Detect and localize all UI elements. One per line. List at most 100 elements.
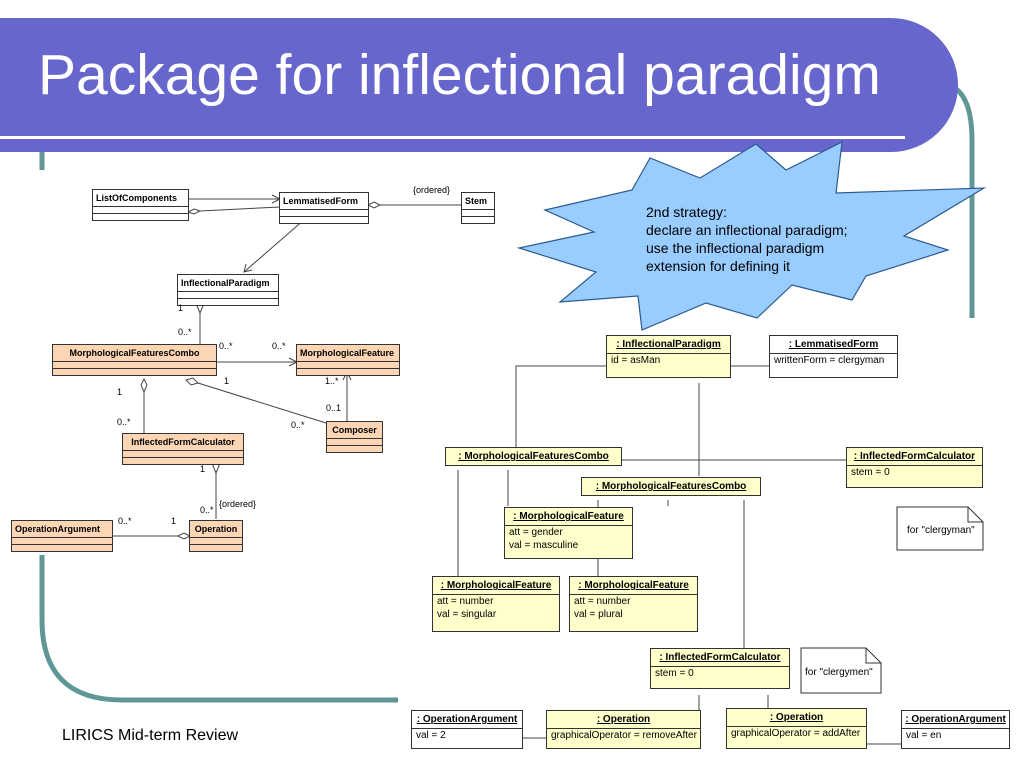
object-operation-argument-2: : OperationArgument val = en — [901, 710, 1010, 749]
class-list-of-components: ListOfComponents — [92, 189, 189, 221]
object-morph-features-combo-1: : MorphologicalFeaturesCombo — [445, 447, 622, 466]
class-morph-feature: MorphologicalFeature — [296, 344, 400, 376]
object-name: : InflectionalParadigm — [607, 336, 730, 354]
class-name: LemmatisedForm — [280, 193, 368, 210]
object-operation-1: : Operation graphicalOperator = removeAf… — [546, 710, 701, 749]
ordered-label: {ordered} — [413, 185, 451, 195]
multiplicity-label: 0..* — [117, 417, 131, 427]
class-operation: Operation — [189, 520, 243, 552]
callout-line: use the inflectional paradigm — [646, 240, 825, 256]
object-name: : Operation — [727, 709, 866, 727]
multiplicity-label: 0..* — [200, 505, 214, 515]
note-clergyman: for "clergyman" — [907, 525, 975, 536]
multiplicity-label: 1 — [200, 464, 206, 474]
object-name: : InflectedFormCalculator — [847, 448, 982, 466]
object-attr: val = en — [906, 730, 942, 741]
multiplicity-label: 0..* — [272, 341, 286, 351]
object-attr: graphicalOperator = addAfter — [731, 728, 861, 739]
multiplicity-label: 1 — [178, 303, 184, 313]
object-name: : MorphologicalFeaturesCombo — [458, 451, 609, 462]
class-name: MorphologicalFeature — [297, 345, 399, 362]
title-band — [0, 18, 958, 152]
object-name: : LemmatisedForm — [770, 336, 897, 354]
class-name: MorphologicalFeaturesCombo — [53, 345, 216, 362]
object-name: : MorphologicalFeature — [570, 577, 697, 595]
object-attr: stem = 0 — [851, 467, 890, 478]
object-morph-feature-singular: : MorphologicalFeature att = number val … — [432, 576, 560, 632]
object-attr: writtenForm = clergyman — [774, 355, 885, 366]
class-section — [280, 210, 368, 217]
object-attr: graphicalOperator = removeAfter — [551, 730, 697, 741]
object-attr: att = number — [574, 596, 631, 607]
class-section — [327, 439, 382, 446]
object-attr: att = number — [437, 596, 494, 607]
ordered-label: {ordered} — [219, 499, 257, 509]
object-name: : OperationArgument — [902, 711, 1009, 729]
object-lemmatised-form: : LemmatisedForm writtenForm = clergyman — [769, 335, 898, 378]
object-attr: att = gender — [509, 527, 563, 538]
class-inflected-form-calculator: InflectedFormCalculator — [122, 433, 244, 465]
multiplicity-label: 0..* — [219, 341, 233, 351]
object-name: : MorphologicalFeaturesCombo — [595, 481, 747, 492]
class-section — [123, 451, 243, 458]
class-section — [190, 538, 242, 545]
multiplicity-label: 0..* — [118, 516, 132, 526]
multiplicity-label: 1..* — [325, 376, 339, 386]
object-name: : MorphologicalFeature — [505, 508, 632, 526]
class-inflectional-paradigm: InflectionalParadigm — [177, 274, 279, 306]
multiplicity-label: 1 — [171, 516, 177, 526]
multiplicity-label: 1 — [117, 387, 123, 397]
object-attr: stem = 0 — [655, 668, 694, 679]
object-name: : Operation — [547, 711, 700, 729]
class-lemmatised-form: LemmatisedForm — [279, 192, 369, 224]
object-inflectional-paradigm: : InflectionalParadigm id = asMan — [606, 335, 731, 378]
object-morph-feature-plural: : MorphologicalFeature att = number val … — [569, 576, 698, 632]
note-clergymen: for "clergymen" — [805, 667, 873, 678]
class-section — [297, 362, 399, 369]
title-rule — [0, 136, 905, 139]
class-name: Composer — [327, 422, 382, 439]
object-name: : MorphologicalFeature — [433, 577, 559, 595]
class-name: InflectionalParadigm — [178, 275, 278, 292]
object-attr: val = plural — [574, 609, 623, 620]
object-operation-2: : Operation graphicalOperator = addAfter — [726, 708, 867, 749]
class-name: ListOfComponents — [93, 190, 188, 207]
class-name: InflectedFormCalculator — [123, 434, 243, 451]
object-name: : InflectedFormCalculator — [651, 649, 789, 667]
object-attr: val = 2 — [416, 730, 446, 741]
class-name: Operation — [190, 521, 242, 538]
slide-footer: LIRICS Mid-term Review — [62, 727, 239, 744]
callout-line: 2nd strategy: — [646, 204, 727, 220]
slide-title: Package for inflectional paradigm — [38, 43, 881, 107]
class-section — [93, 207, 188, 214]
callout-text: 2nd strategy: declare an inflectional pa… — [646, 203, 848, 275]
callout-line: declare an inflectional paradigm; — [646, 222, 848, 238]
object-attr: id = asMan — [611, 355, 661, 366]
class-composer: Composer — [326, 421, 383, 453]
class-section — [178, 292, 278, 299]
object-morph-features-combo-2: : MorphologicalFeaturesCombo — [581, 477, 761, 496]
object-morph-feature-gender: : MorphologicalFeature att = gender val … — [504, 507, 633, 559]
callout-line: extension for defining it — [646, 258, 790, 274]
multiplicity-label: 0..* — [291, 420, 305, 430]
object-inflected-form-calculator-1: : InflectedFormCalculator stem = 0 — [846, 447, 983, 488]
object-attr: val = masculine — [509, 540, 579, 551]
class-section — [12, 538, 112, 545]
object-inflected-form-calculator-2: : InflectedFormCalculator stem = 0 — [650, 648, 790, 689]
multiplicity-label: 1 — [224, 376, 230, 386]
class-section — [53, 362, 216, 369]
class-operation-argument: OperationArgument — [11, 520, 113, 552]
class-section — [462, 210, 494, 217]
object-operation-argument-1: : OperationArgument val = 2 — [411, 710, 523, 749]
class-stem: Stem — [461, 192, 495, 224]
object-name: : OperationArgument — [412, 711, 522, 729]
class-morph-features-combo: MorphologicalFeaturesCombo — [52, 344, 217, 376]
multiplicity-label: 0..1 — [326, 403, 342, 413]
object-attr: val = singular — [437, 609, 497, 620]
class-name: Stem — [462, 193, 494, 210]
multiplicity-label: 0..* — [178, 327, 192, 337]
class-name: OperationArgument — [12, 521, 112, 538]
